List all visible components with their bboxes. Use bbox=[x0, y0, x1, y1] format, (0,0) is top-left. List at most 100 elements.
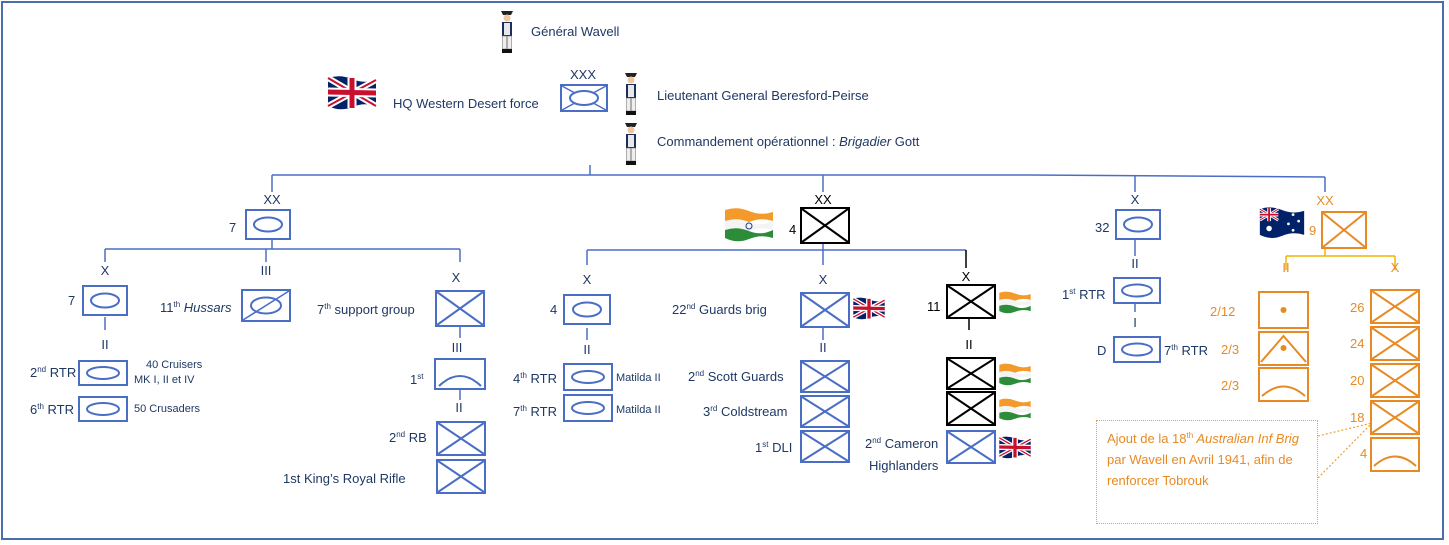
rb-size-marker: II bbox=[455, 400, 463, 415]
aus-brig-label: 20 bbox=[1350, 373, 1365, 388]
coldstream-label: 3rd Coldstream bbox=[703, 404, 788, 419]
cameron-label-2: Highlanders bbox=[869, 458, 939, 473]
div4-number: 4 bbox=[789, 222, 797, 237]
brig32-coy-size-marker: I bbox=[1133, 315, 1137, 330]
aus-bn-label: 2/3 bbox=[1221, 342, 1240, 357]
div7-rtr-size-marker: II bbox=[101, 337, 109, 352]
div9-size-marker: XX bbox=[1316, 193, 1334, 208]
brig4-unit-symbol bbox=[563, 294, 611, 325]
brig32-unit-symbol bbox=[1115, 209, 1161, 240]
krr-unit-symbol bbox=[436, 459, 486, 494]
india-flag-icon bbox=[999, 291, 1031, 314]
first-size-marker: III bbox=[451, 340, 463, 355]
div9-unit-symbol bbox=[1321, 211, 1367, 249]
brig11-unit-symbol bbox=[946, 284, 996, 319]
rtr1-label: 1st RTR bbox=[1062, 287, 1106, 302]
div9-right-size-marker: X bbox=[1390, 260, 1400, 275]
d-rtr-label: 7th RTR bbox=[1164, 343, 1209, 358]
uk-flag-icon bbox=[852, 297, 886, 320]
aus-bn-unit-symbol bbox=[1258, 367, 1309, 402]
support-size-marker: X bbox=[451, 270, 461, 285]
div4-unit-symbol bbox=[800, 207, 850, 244]
tobruk-reinforcement-note: Ajout de la 18th Australian Inf Brig par… bbox=[1096, 420, 1318, 524]
guards-label: 22nd Guards brig bbox=[672, 302, 767, 317]
brig7-size-marker: X bbox=[100, 263, 110, 278]
div7-unit-symbol bbox=[245, 209, 291, 240]
brig11-number: 11 bbox=[927, 299, 941, 314]
operational-command: Commandement opérationnel : Brigadier Go… bbox=[657, 134, 920, 149]
callout-line bbox=[1317, 422, 1373, 479]
rtr4-label: 4th RTR bbox=[513, 371, 558, 386]
brig4-number: 4 bbox=[550, 302, 558, 317]
first-unit-symbol bbox=[434, 358, 486, 390]
rb2-label: 2nd RB bbox=[389, 430, 427, 445]
aus-bn-unit-symbol bbox=[1258, 291, 1309, 329]
brig32-bn-size-marker: II bbox=[1131, 256, 1139, 271]
brig11-bn-size-marker: II bbox=[965, 337, 973, 352]
div7-size-marker: XX bbox=[263, 192, 281, 207]
div9-left-size-marker: II bbox=[1282, 260, 1290, 275]
hussars-unit-symbol bbox=[241, 289, 291, 322]
hq-size-marker: XXX bbox=[569, 67, 596, 82]
aus-bn-label: 2/12 bbox=[1210, 304, 1236, 319]
hussars-size-marker: III bbox=[260, 263, 272, 278]
indian-bn-2-unit-symbol bbox=[946, 391, 996, 426]
aus-brig-label: 4 bbox=[1360, 446, 1368, 461]
scots-unit-symbol bbox=[800, 360, 850, 393]
coldstream-unit-symbol bbox=[800, 395, 850, 428]
rtr6-label: 6th RTR bbox=[30, 402, 75, 417]
brig32-size-marker: X bbox=[1130, 192, 1140, 207]
aus-bn-label: 2/3 bbox=[1221, 378, 1240, 393]
dli-label: 1st DLI bbox=[755, 440, 793, 455]
guards-bn-size-marker: II bbox=[819, 340, 827, 355]
brig4-size-marker: X bbox=[582, 272, 592, 287]
div9-number: 9 bbox=[1309, 223, 1317, 238]
brig7-number: 7 bbox=[68, 293, 76, 308]
brig7-unit-symbol bbox=[82, 285, 128, 316]
rb2-unit-symbol bbox=[436, 421, 486, 456]
brig11-size-marker: X bbox=[961, 269, 971, 284]
callout-line bbox=[1317, 422, 1373, 437]
div7-number: 7 bbox=[229, 220, 237, 235]
indian-bn-1-unit-symbol bbox=[946, 357, 996, 390]
india-flag-icon bbox=[725, 208, 773, 242]
support-unit-symbol bbox=[435, 290, 485, 327]
india-flag-icon bbox=[999, 363, 1031, 386]
rtr7-label: 7th RTR bbox=[513, 404, 558, 419]
hussars-label: 11th Hussars bbox=[160, 300, 232, 315]
guards-size-marker: X bbox=[818, 272, 828, 287]
india-flag-icon bbox=[999, 398, 1031, 421]
rtr2-note-2: MK I, II et IV bbox=[134, 374, 195, 386]
general-figure-icon bbox=[501, 11, 513, 53]
d-unit-symbol bbox=[1113, 336, 1161, 363]
cameron-unit-symbol bbox=[946, 430, 996, 464]
rtr6-unit-symbol bbox=[78, 396, 128, 422]
cameron-label-1: 2nd Cameron bbox=[865, 436, 939, 451]
support-label: 7th support group bbox=[317, 302, 415, 317]
general-figure-icon bbox=[625, 123, 637, 165]
rtr2-label: 2nd RTR bbox=[30, 365, 77, 380]
aus-brig-unit-symbol bbox=[1370, 437, 1420, 472]
australia-flag-icon bbox=[1259, 207, 1305, 238]
brig32-number: 32 bbox=[1095, 220, 1110, 235]
rtr2-unit-symbol bbox=[78, 360, 128, 386]
first-label: 1st bbox=[410, 372, 424, 387]
rtr6-note: 50 Crusaders bbox=[134, 403, 201, 415]
scots-label: 2nd Scott Guards bbox=[688, 369, 784, 384]
div4-rtr-size-marker: II bbox=[583, 342, 591, 357]
dli-unit-symbol bbox=[800, 430, 850, 463]
hq-unit-symbol bbox=[560, 84, 608, 112]
rtr7-unit-symbol bbox=[563, 394, 613, 422]
commander-name: Général Wavell bbox=[531, 24, 620, 39]
rtr4-note: Matilda II bbox=[616, 372, 661, 384]
rtr4-unit-symbol bbox=[563, 363, 613, 391]
aus-brig-label: 24 bbox=[1350, 336, 1365, 351]
guards-unit-symbol bbox=[800, 292, 850, 328]
uk-flag-icon bbox=[326, 75, 378, 110]
aus-brig-unit-symbol bbox=[1370, 289, 1420, 324]
aus-brig-label: 18 bbox=[1350, 410, 1365, 425]
rtr1-unit-symbol bbox=[1113, 277, 1161, 304]
aus-brig-label: 26 bbox=[1350, 300, 1365, 315]
